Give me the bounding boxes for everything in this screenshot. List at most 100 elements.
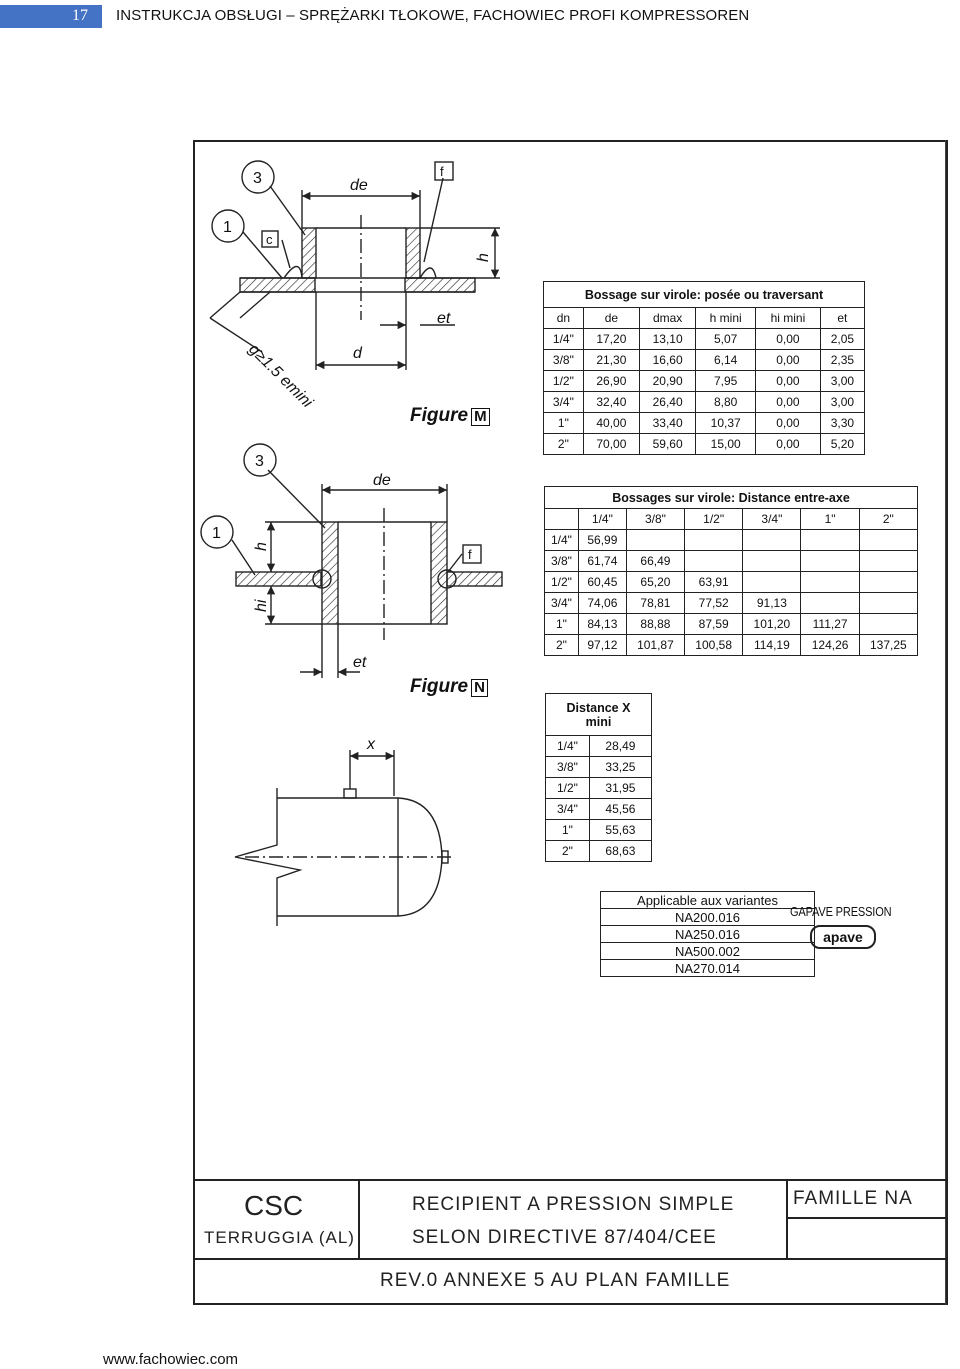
dim-hi-n: hi	[253, 599, 270, 612]
col-header: et	[819, 307, 866, 329]
row-header-cell: 2"	[543, 433, 584, 455]
col-header	[544, 508, 579, 530]
table-cell	[800, 550, 860, 572]
sheet-edge	[945, 140, 946, 1305]
revision-text: REV.0 ANNEXE 5 AU PLAN FAMILLE	[380, 1270, 731, 1291]
page-number: 17	[0, 5, 102, 27]
table-cell: 70,00	[582, 433, 641, 455]
table-cell: 2,05	[819, 328, 866, 350]
variant-item: NA500.002	[600, 942, 815, 960]
table-cell: 60,45	[577, 571, 627, 593]
table-cell	[858, 529, 919, 551]
table-cell: 0,00	[755, 391, 821, 413]
row-header-cell: 2"	[545, 840, 590, 862]
table-cell: 10,37	[695, 412, 757, 434]
description-line1: RECIPIENT A PRESSION SIMPLE	[412, 1194, 735, 1215]
table-cell: 3,00	[819, 370, 866, 392]
row-header-cell: 1/2"	[543, 370, 584, 392]
distance-table: Bossages sur virole: Distance entre-axe …	[544, 486, 919, 656]
company-name: CSC	[244, 1190, 304, 1221]
figure-n-text: Figure	[410, 676, 469, 697]
table-cell: 33,25	[588, 756, 653, 778]
header-rule	[0, 27, 102, 28]
row-header-cell: 1/4"	[545, 735, 590, 757]
table-cell: 88,88	[625, 613, 686, 635]
table-cell: 7,95	[695, 370, 757, 392]
vessel-drawing	[234, 750, 452, 926]
row-header-cell: 1"	[545, 819, 590, 841]
table-cell: 124,26	[800, 634, 860, 656]
row-header-cell: 1/2"	[545, 777, 590, 799]
table-cell: 0,00	[755, 433, 821, 455]
dim-g-m: g≥1.5 emini	[245, 341, 316, 412]
table-row: 1/4"56,99	[544, 529, 919, 551]
title-block-divider	[786, 1217, 946, 1219]
table-cell: 26,90	[582, 370, 641, 392]
distance-x-caption-line1: Distance X	[566, 700, 631, 715]
table-cell: 137,25	[858, 634, 919, 656]
table-row: 1/2"31,95	[545, 777, 653, 799]
table-cell	[684, 550, 744, 572]
table-cell: 0,00	[755, 349, 821, 371]
figure-m-letter: M	[471, 408, 490, 426]
table-cell: 5,20	[819, 433, 866, 455]
table-row: 3/4"45,56	[545, 798, 653, 820]
table-cell: 68,63	[588, 840, 653, 862]
dim-h-n: h	[253, 542, 270, 551]
footer-url: www.fachowiec.com	[103, 1351, 239, 1368]
table-cell: 0,00	[755, 328, 821, 350]
table-cell	[684, 529, 744, 551]
table-cell: 2,35	[819, 349, 866, 371]
col-header: 2"	[858, 508, 919, 530]
row-header-cell: 3/8"	[543, 349, 584, 371]
table-cell: 66,49	[625, 550, 686, 572]
table-cell: 59,60	[639, 433, 697, 455]
table-cell	[742, 529, 802, 551]
table-cell: 17,20	[582, 328, 641, 350]
table-cell: 21,30	[582, 349, 641, 371]
table-cell: 56,99	[577, 529, 627, 551]
figure-m-text: Figure	[410, 405, 469, 426]
table-cell: 74,06	[577, 592, 627, 614]
table-cell: 61,74	[577, 550, 627, 572]
callout-3-m: 3	[253, 170, 262, 187]
table-cell: 8,80	[695, 391, 757, 413]
table-cell: 6,14	[695, 349, 757, 371]
table-row: 1/4"28,49	[545, 735, 653, 757]
document-title: INSTRUKCJA OBSŁUGI – SPRĘŻARKI TŁOKOWE, …	[116, 7, 750, 24]
variants-table: Applicable aux variantes NA200.016 NA250…	[600, 891, 815, 977]
table-cell: 84,13	[577, 613, 627, 635]
col-header: 1/4"	[577, 508, 627, 530]
dim-et-n: et	[353, 654, 367, 671]
col-header: 1"	[800, 508, 860, 530]
callout-3-n: 3	[255, 453, 264, 470]
description-line2: SELON DIRECTIVE 87/404/CEE	[412, 1227, 717, 1248]
col-header: 3/4"	[742, 508, 802, 530]
table-cell: 111,27	[800, 613, 860, 635]
variant-item: NA250.016	[600, 925, 815, 943]
table-row: 2"68,63	[545, 840, 653, 862]
table-row: 3/8"33,25	[545, 756, 653, 778]
title-block-mid-rule	[195, 1258, 946, 1260]
figure-n-drawing	[200, 443, 503, 678]
table-cell: 97,12	[577, 634, 627, 656]
table-cell: 32,40	[582, 391, 641, 413]
table-cell: 3,00	[819, 391, 866, 413]
dim-de-m: de	[350, 177, 368, 194]
table-cell	[858, 592, 919, 614]
table-cell: 87,59	[684, 613, 744, 635]
dim-et-m: et	[437, 310, 451, 327]
dim-d-m: d	[353, 345, 363, 362]
bossage-caption: Bossage sur virole: posée ou traversant	[543, 281, 865, 308]
col-header: hi mini	[755, 307, 821, 329]
table-cell: 114,19	[742, 634, 802, 656]
